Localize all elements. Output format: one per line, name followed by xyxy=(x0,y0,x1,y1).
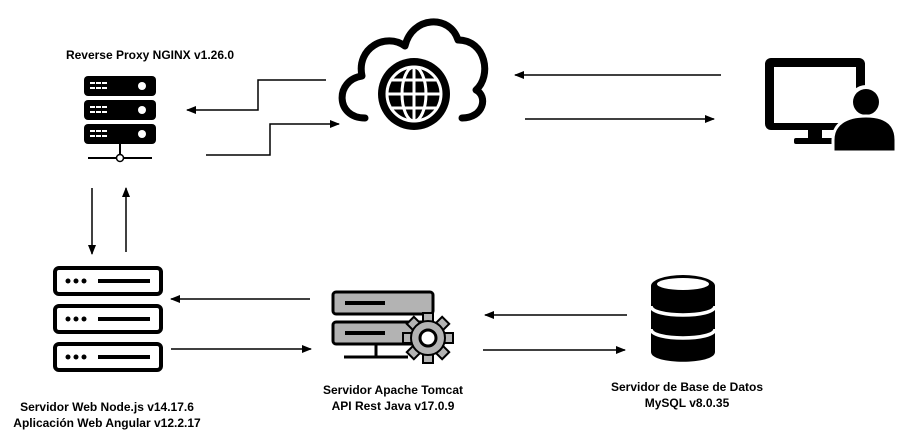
web-server-label-line1: Servidor Web Node.js v14.17.6 xyxy=(20,400,194,414)
server-rack-icon xyxy=(84,76,156,163)
database-label-line1: Servidor de Base de Datos xyxy=(610,380,764,394)
database-label-line2: MySQL v8.0.35 xyxy=(644,396,730,410)
database-icon xyxy=(649,275,717,362)
user-computer-icon xyxy=(765,58,897,154)
web-server-label-line2: Aplicación Web Angular v12.2.17 xyxy=(13,416,201,430)
tomcat-label: Servidor Apache Tomcat API Rest Java v17… xyxy=(293,382,493,414)
server-stack-icon xyxy=(53,266,163,372)
web-server-label: Servidor Web Node.js v14.17.6 Aplicación… xyxy=(0,399,214,431)
database-label: Servidor de Base de Datos MySQL v8.0.35 xyxy=(582,379,792,411)
arrow-cloud-to-proxy xyxy=(186,79,326,114)
tomcat-label-line2: API Rest Java v17.0.9 xyxy=(331,399,455,413)
proxy-label: Reverse Proxy NGINX v1.26.0 xyxy=(65,48,235,62)
cloud-globe-icon xyxy=(338,18,489,130)
arrow-proxy-to-cloud xyxy=(206,120,340,156)
tomcat-label-line1: Servidor Apache Tomcat xyxy=(322,383,464,397)
server-gear-icon xyxy=(331,290,454,364)
